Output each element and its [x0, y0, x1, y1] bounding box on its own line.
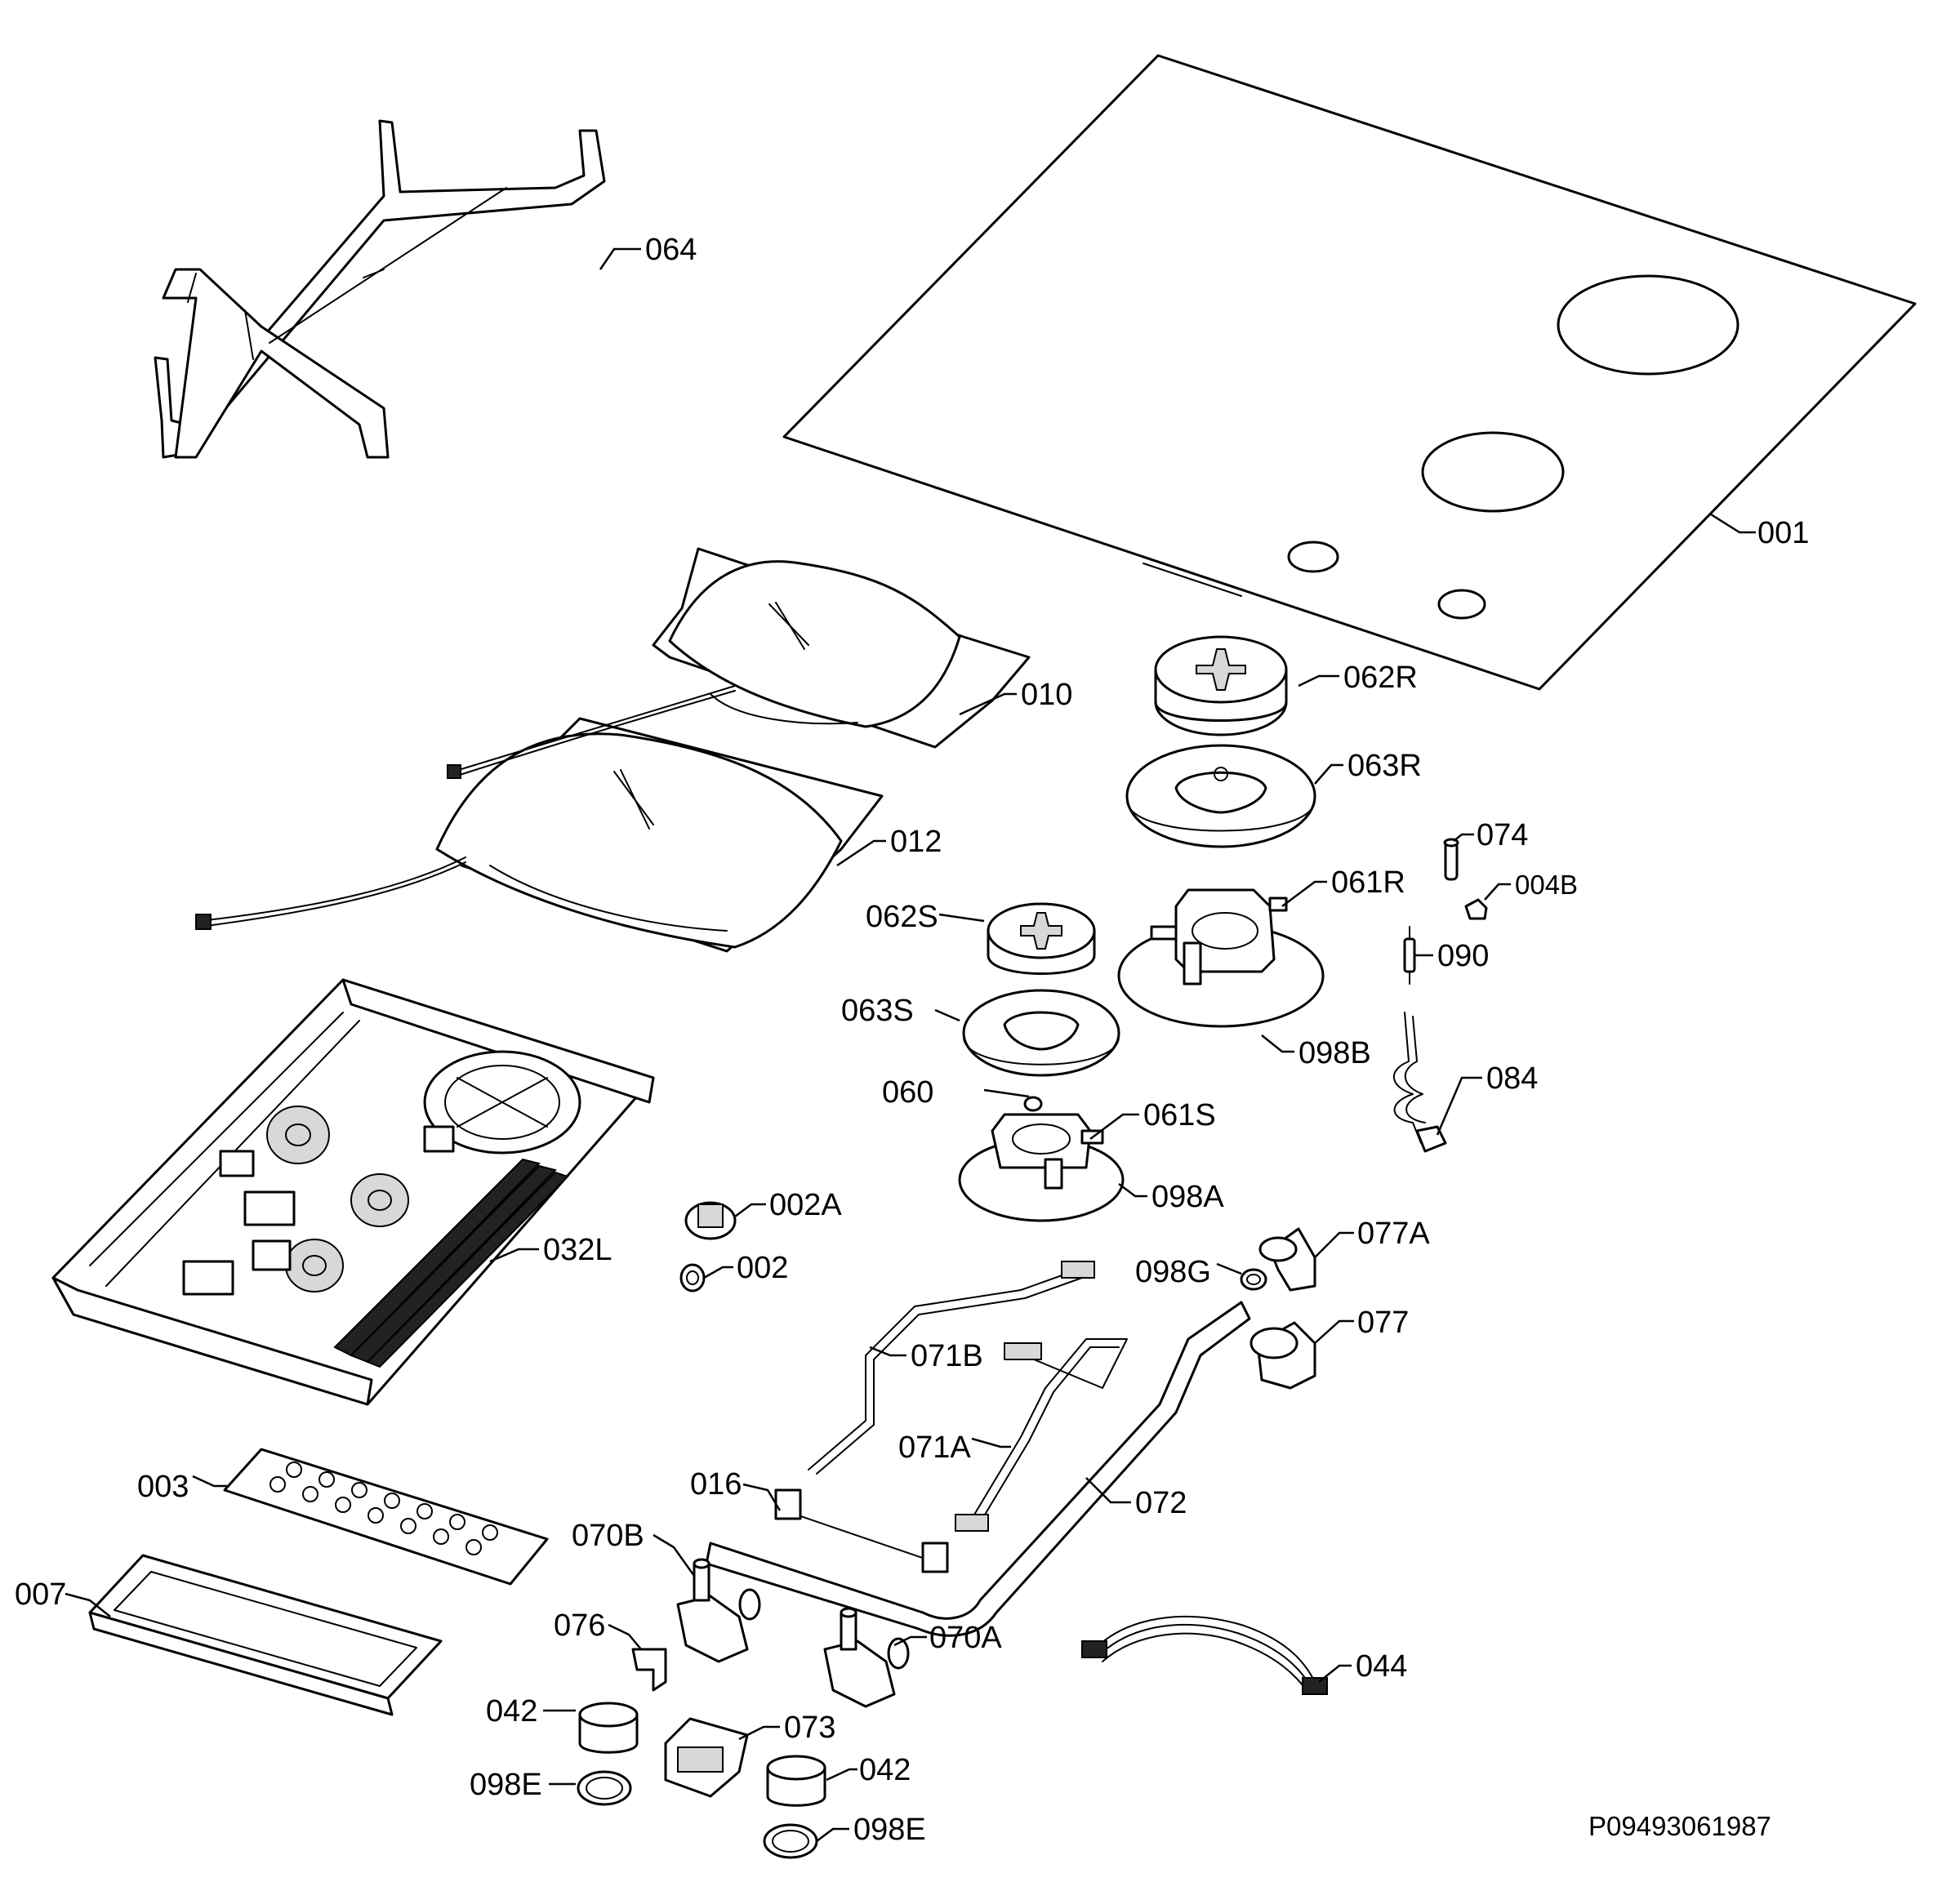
label-077A: 077A [1357, 1217, 1430, 1251]
part-074-thermocouple [1443, 838, 1459, 881]
label-042-left: 042 [486, 1694, 537, 1729]
label-098E-left: 098E [470, 1768, 542, 1802]
label-002A: 002A [769, 1188, 842, 1222]
control-board-buttons [270, 1462, 498, 1555]
part-063R-burner-ring [1125, 744, 1316, 848]
part-098E-ring-right [763, 1823, 818, 1859]
part-012-induction-coil [435, 717, 884, 953]
part-labels: 064 001 010 062R 063R 012 074 004B 061R … [15, 233, 1809, 1847]
label-098E-right: 098E [853, 1813, 926, 1847]
part-063S-burner-ring [962, 989, 1120, 1077]
reference-code: P09493061987 [1588, 1811, 1771, 1841]
coil-wires [195, 685, 736, 930]
part-070B-gas-valve [676, 1558, 761, 1663]
label-062S: 062S [866, 900, 938, 934]
label-073: 073 [784, 1711, 835, 1745]
part-042-knob-right [766, 1755, 826, 1807]
label-004B: 004B [1515, 870, 1578, 900]
part-001-glass-top [782, 54, 1917, 691]
label-060: 060 [882, 1075, 933, 1110]
label-090: 090 [1437, 939, 1489, 973]
part-062S-burner-cap [987, 902, 1096, 975]
part-077-elbow [1250, 1321, 1316, 1390]
part-090-spark-plug [1403, 926, 1416, 985]
label-032L: 032L [543, 1233, 612, 1267]
label-002: 002 [737, 1251, 788, 1285]
label-061R: 061R [1331, 865, 1405, 900]
label-044: 044 [1356, 1649, 1407, 1684]
label-003: 003 [137, 1470, 189, 1504]
part-042-knob-left [578, 1702, 639, 1754]
label-001: 001 [1757, 516, 1809, 550]
label-016: 016 [690, 1467, 742, 1502]
part-098E-ring-left [577, 1770, 632, 1806]
part-003-control-board [223, 1448, 549, 1586]
label-007: 007 [15, 1577, 66, 1612]
label-076: 076 [554, 1608, 605, 1643]
part-061R-burner-body [1117, 888, 1325, 1028]
label-062R: 062R [1343, 661, 1418, 695]
leader-lines [65, 247, 1756, 1842]
part-084-ignition-lead [1392, 1012, 1447, 1153]
label-098B: 098B [1298, 1036, 1371, 1070]
label-098G: 098G [1135, 1255, 1211, 1289]
label-084: 084 [1486, 1061, 1538, 1096]
label-072: 072 [1135, 1486, 1187, 1520]
part-032L-electronics-box [51, 978, 655, 1406]
part-010-induction-coil [652, 547, 1031, 749]
part-071B-gas-pipe [808, 1261, 1095, 1475]
label-063S: 063S [841, 994, 914, 1028]
part-073-module [664, 1717, 749, 1798]
part-064-pan-support [154, 119, 606, 459]
part-077A-elbow [1258, 1227, 1316, 1292]
label-063R: 063R [1348, 749, 1422, 783]
part-061S-burner-body [958, 1113, 1125, 1222]
label-012: 012 [890, 825, 942, 859]
label-071B: 071B [911, 1339, 983, 1373]
label-098A: 098A [1152, 1180, 1224, 1214]
part-002-seal [679, 1263, 706, 1292]
part-004B-clip [1464, 898, 1488, 920]
part-016-bracket [774, 1488, 949, 1573]
label-074: 074 [1477, 818, 1528, 852]
label-061S: 061S [1143, 1098, 1216, 1132]
part-070A-gas-valve [823, 1607, 910, 1708]
part-062R-burner-cap [1154, 635, 1288, 736]
label-010: 010 [1021, 678, 1072, 712]
part-060-injector [1023, 1096, 1043, 1112]
label-064: 064 [645, 233, 697, 267]
part-076-bracket [631, 1648, 667, 1692]
label-077: 077 [1357, 1306, 1409, 1340]
part-071A-gas-pipe [955, 1338, 1128, 1532]
label-071A: 071A [898, 1430, 971, 1465]
label-042-right: 042 [859, 1753, 911, 1787]
part-072-gas-pipe [705, 1301, 1251, 1637]
part-098G-seal [1240, 1268, 1267, 1291]
label-070A: 070A [929, 1621, 1002, 1655]
part-044-wiring-harness [1081, 1616, 1328, 1695]
label-070B: 070B [572, 1519, 644, 1553]
part-007-tray [88, 1554, 443, 1716]
part-002A-connector [684, 1201, 737, 1240]
